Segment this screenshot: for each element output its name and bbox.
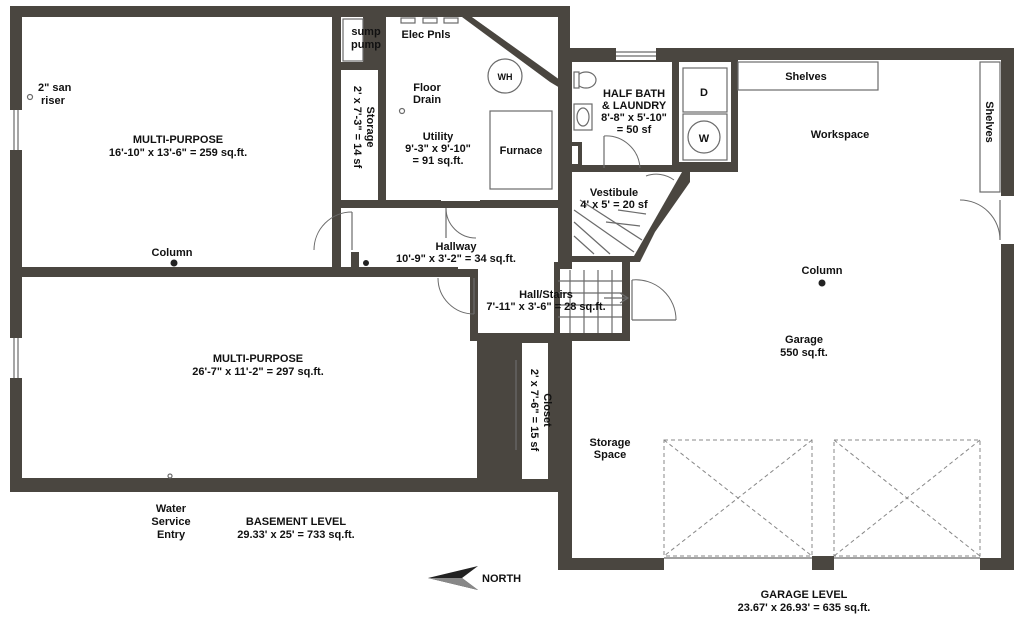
dryer-label: D (700, 87, 708, 99)
shelves-top (737, 61, 879, 91)
north-label: NORTH (482, 573, 521, 585)
garage-level-dims: 23.67' x 26.93' = 635 sq.ft. (738, 602, 871, 614)
shelves-right-label: Shelves (983, 101, 995, 143)
elec-panels-label: Elec Pnls (402, 29, 451, 41)
basement-level-title: BASEMENT LEVEL (246, 516, 347, 528)
room-closet-dims: 2' x 7'-6" = 15 sf (528, 369, 540, 452)
room-storage-small-dims: 2' x 7'-3" = 14 sf (351, 86, 363, 169)
shelves-right (979, 61, 1001, 193)
sump-label-2: pump (351, 39, 381, 51)
doors (313, 135, 1001, 570)
dryer-icon (682, 67, 728, 113)
vestibule-stairs (573, 199, 647, 255)
water-entry-label: Water (156, 503, 187, 515)
san-riser-icon (26, 93, 34, 101)
north-arrow-icon (428, 566, 478, 590)
basement-walls (10, 6, 570, 492)
room-utility-dims: 9'-3" x 9'-10" (405, 143, 471, 155)
furnace-icon (489, 110, 553, 190)
floor-drain-label-2: Drain (413, 94, 441, 106)
room-half-bath-line2: & LAUNDRY (602, 100, 667, 112)
room-multi-upper-dims: 16'-10" x 13'-6" = 259 sq.ft. (109, 147, 247, 159)
room-half-bath-area: = 50 sf (617, 124, 652, 136)
room-utility-area: = 91 sq.ft. (412, 155, 463, 167)
room-garage-area: 550 sq.ft. (780, 347, 828, 359)
garage-level-title: GARAGE LEVEL (761, 589, 848, 601)
room-hall-stairs-name: Hall/Stairs (519, 289, 573, 301)
water-entry-label-3: Entry (157, 529, 186, 541)
furnace-label: Furnace (500, 145, 543, 157)
sump-pump-icon (342, 18, 364, 62)
labels: 2" san riser MULTI-PURPOSE 16'-10" x 13'… (38, 26, 995, 614)
floor-drain-label: Floor (413, 82, 441, 94)
washer-label: W (699, 133, 710, 145)
interior-walls (22, 17, 558, 481)
sump-label: sump (351, 26, 381, 38)
water-entry-label-2: Service (151, 516, 190, 528)
room-hall-stairs-dims: 7'-11" x 3'-6" = 28 sq.ft. (486, 301, 605, 313)
shelves-top-label: Shelves (785, 71, 827, 83)
windows (10, 48, 656, 378)
room-hallway-name: Hallway (436, 241, 478, 253)
room-half-bath-dims: 8'-8" x 5'-10" (601, 112, 667, 124)
room-multi-lower-name: MULTI-PURPOSE (213, 353, 303, 365)
room-utility-name: Utility (423, 131, 454, 143)
room-multi-upper-name: MULTI-PURPOSE (133, 134, 223, 146)
workspace-label: Workspace (811, 129, 870, 141)
san-riser-label: 2" san (38, 82, 72, 94)
room-vestibule-dims: 4' x 5' = 20 sf (580, 199, 648, 211)
san-riser-label-2: riser (41, 95, 66, 107)
room-storage-small-name: Storage (364, 107, 376, 148)
column-garage-label: Column (802, 265, 843, 277)
storage-space-label-2: Space (594, 449, 626, 461)
room-vestibule-name: Vestibule (590, 187, 638, 199)
fixtures (26, 17, 1001, 479)
utility-diagonal-wall (462, 17, 560, 88)
water-entry-icon (167, 473, 173, 479)
garage-walls (558, 48, 1016, 572)
room-hallway-dims: 10'-9" x 3'-2" = 34 sq.ft. (396, 253, 516, 265)
water-heater-label: WH (498, 72, 513, 82)
storage-space-label: Storage (590, 437, 631, 449)
column-basement-icon (170, 259, 178, 267)
column-garage-icon (818, 279, 826, 287)
column-basement-label: Column (152, 247, 193, 259)
water-heater-icon (487, 58, 523, 94)
column-hallway-icon (363, 260, 369, 266)
room-half-bath-line1: HALF BATH (603, 88, 665, 100)
floor-drain-icon (398, 107, 406, 115)
basement-level-dims: 29.33' x 25' = 733 sq.ft. (237, 529, 354, 541)
room-garage-name: Garage (785, 334, 823, 346)
room-closet-name: Closet (541, 393, 553, 427)
room-multi-lower-dims: 26'-7" x 11'-2" = 297 sq.ft. (192, 366, 324, 378)
